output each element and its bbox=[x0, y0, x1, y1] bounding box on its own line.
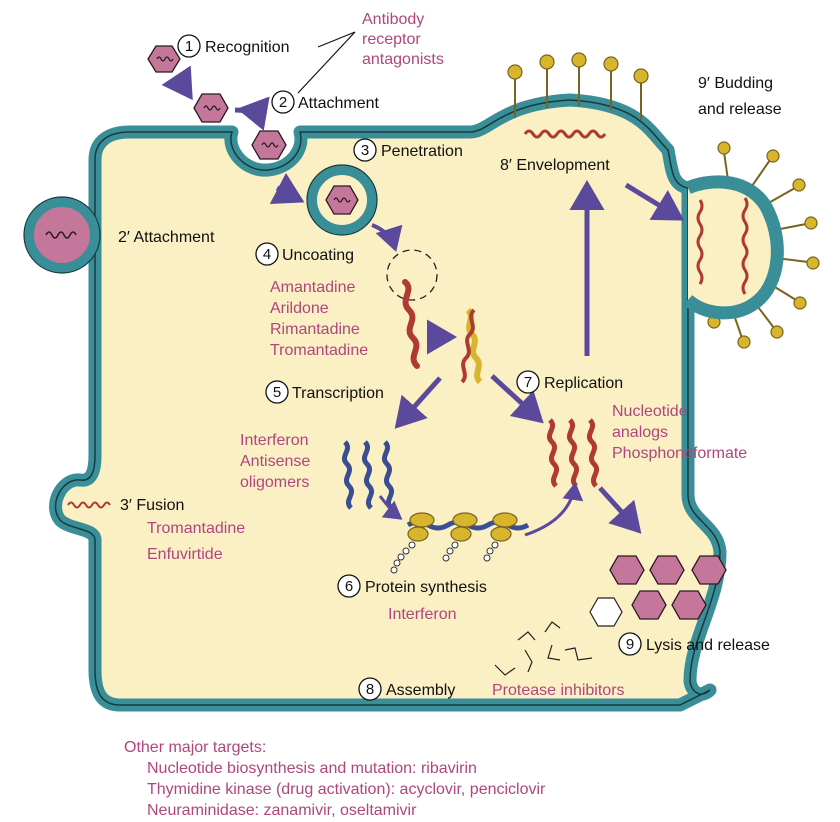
step-numbers bbox=[177, 34, 642, 701]
footer-line-1: Nucleotide biosynthesis and mutation: ri… bbox=[147, 760, 477, 777]
budding-virion bbox=[683, 141, 820, 349]
alt-budding-label-line2: and release bbox=[698, 101, 782, 118]
label-connectors bbox=[297, 31, 356, 94]
step-8-number: 8 bbox=[366, 681, 374, 698]
alt-budding-label-line1: 9′ Budding bbox=[698, 75, 773, 92]
alt-fusion-label: 3′ Fusion bbox=[120, 497, 184, 514]
drug-assembly: Protease inhibitors bbox=[492, 682, 625, 699]
alt-attachment-label: 2′ Attachment bbox=[118, 229, 215, 246]
alt-envelopment-label: 8′ Envelopment bbox=[500, 157, 610, 174]
step-attachment-label: Attachment bbox=[298, 95, 379, 112]
step-penetration-label: Penetration bbox=[381, 143, 463, 160]
viral-genome bbox=[402, 279, 420, 369]
attached-virion-left bbox=[23, 196, 101, 274]
step-9-number: 9 bbox=[626, 636, 634, 653]
step-2-number: 2 bbox=[279, 94, 287, 111]
drug-uncoating-2: Arildone bbox=[270, 300, 329, 317]
drug-fusion-1: Tromantadine bbox=[147, 520, 245, 537]
drug-replication-3: Phosphonoformate bbox=[612, 445, 747, 462]
recognizing-virion bbox=[193, 93, 229, 123]
capsid-fragments bbox=[494, 621, 593, 676]
drug-uncoating-1: Amantadine bbox=[270, 279, 355, 296]
attaching-virion bbox=[251, 130, 287, 160]
step-replication-label: Replication bbox=[544, 375, 623, 392]
step-uncoating-label: Uncoating bbox=[282, 247, 354, 264]
drug-replication-2: analogs bbox=[612, 424, 668, 441]
drug-transcription-1: Interferon bbox=[240, 432, 308, 449]
drug-recognition-3: antagonists bbox=[362, 51, 444, 68]
step-5-number: 5 bbox=[273, 384, 281, 401]
step-recognition-label: Recognition bbox=[205, 39, 290, 56]
uncoating-capsid bbox=[386, 249, 438, 301]
drug-uncoating-3: Rimantadine bbox=[270, 321, 360, 338]
replicating-genome bbox=[460, 307, 483, 385]
arrows bbox=[161, 65, 685, 537]
free-virion bbox=[147, 45, 181, 73]
drug-fusion-2: Enfuvirtide bbox=[147, 546, 223, 563]
step-6-number: 6 bbox=[345, 578, 353, 595]
step-3-number: 3 bbox=[361, 142, 369, 159]
step-assembly-label: Assembly bbox=[386, 682, 455, 699]
drug-recognition-2: receptor bbox=[362, 31, 421, 48]
step-7-number: 7 bbox=[524, 374, 532, 391]
footer-heading: Other major targets: bbox=[124, 739, 266, 756]
progeny-genomes bbox=[546, 418, 600, 488]
endosome-virion bbox=[306, 164, 378, 236]
drug-replication-1: Nucleotide bbox=[612, 403, 688, 420]
footer-line-2: Thymidine kinase (drug activation): acyc… bbox=[147, 781, 546, 798]
step-transcription-label: Transcription bbox=[292, 385, 384, 402]
step-protein-synthesis-label: Protein synthesis bbox=[365, 579, 487, 596]
fusion-genome bbox=[67, 501, 111, 509]
progeny-virions bbox=[609, 555, 727, 620]
envelope-glycoproteins bbox=[507, 52, 649, 139]
drug-recognition-1: Antibody bbox=[362, 11, 424, 28]
mrna-strands bbox=[341, 440, 395, 510]
footer-line-3: Neuraminidase: zanamivir, oseltamivir bbox=[147, 802, 417, 819]
step-1-number: 1 bbox=[185, 38, 193, 55]
polysome bbox=[390, 512, 530, 574]
drug-uncoating-4: Tromantadine bbox=[270, 342, 368, 359]
step-lysis-label: Lysis and release bbox=[646, 637, 770, 654]
empty-capsid bbox=[589, 597, 623, 627]
step-4-number: 4 bbox=[263, 246, 271, 263]
drug-transcription-3: oligomers bbox=[240, 474, 309, 491]
drug-transcription-2: Antisense bbox=[240, 453, 310, 470]
drug-protein-synthesis: Interferon bbox=[388, 606, 456, 623]
